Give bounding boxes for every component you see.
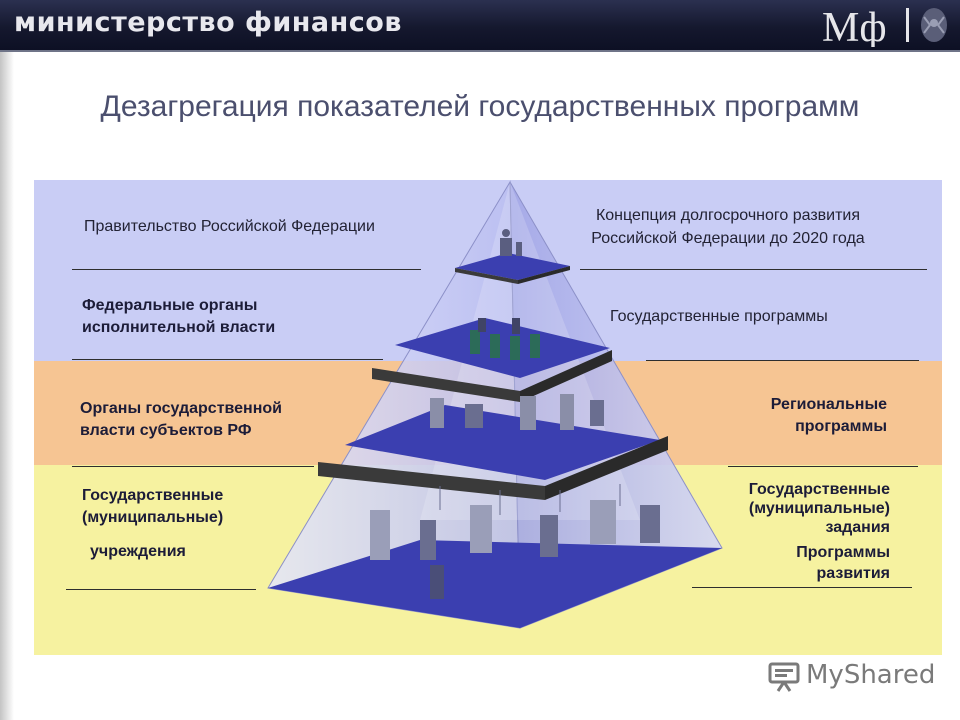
svg-text:Мф: Мф	[822, 5, 887, 47]
ministry-title: министерство финансов	[14, 7, 402, 38]
coat-of-arms-icon	[921, 8, 947, 42]
label-concept-line1: Концепция долгосрочного развития	[595, 207, 861, 224]
label-federal-line1: Федеральные органы	[82, 297, 258, 314]
label-regional-programs-line2: программы	[795, 418, 887, 435]
divider	[72, 466, 314, 467]
label-institutions-line1: Государственные	[82, 487, 224, 504]
floor-3	[345, 405, 660, 480]
floor-2	[395, 318, 610, 378]
divider	[66, 589, 256, 590]
label-regional-programs-line1: Региональные	[770, 396, 887, 413]
divider	[646, 360, 919, 361]
ministry-logo: Мф	[822, 5, 947, 47]
left-shadow	[0, 52, 14, 720]
slab-top	[455, 268, 518, 284]
ground-figures	[370, 500, 660, 599]
slab-3	[318, 462, 545, 500]
label-tasks-line1: Государственные	[748, 481, 890, 498]
label-government: Правительство Российской Федерации	[84, 218, 375, 235]
divider	[72, 359, 383, 360]
meeting-figures	[470, 318, 540, 360]
label-tasks-line2: (муниципальные)	[748, 500, 890, 517]
figures-top	[500, 229, 522, 256]
label-institutions-line3: учреждения	[90, 543, 186, 560]
workstation-figures	[430, 394, 604, 430]
slab-2	[372, 368, 520, 402]
watermark-text: MyShared	[806, 660, 936, 690]
label-tasks-line3: задания	[825, 519, 890, 536]
floor-bottom	[268, 540, 722, 628]
label-federal-line2: исполнительной власти	[82, 319, 276, 336]
divider	[580, 269, 927, 270]
label-dev-programs-line2: развития	[816, 565, 891, 582]
label-concept-line2: Российской Федерации до 2020 года	[591, 230, 865, 247]
presentation-icon	[768, 662, 800, 692]
label-state-programs: Государственные программы	[610, 308, 828, 325]
label-regional-line2: власти субъектов РФ	[80, 422, 252, 439]
floor-top	[455, 253, 570, 280]
label-regional-line1: Органы государственной	[80, 400, 282, 417]
label-dev-programs-line1: Программы	[796, 544, 890, 561]
divider	[728, 466, 918, 467]
divider	[692, 587, 912, 588]
divider	[72, 269, 421, 270]
header-bar: министерство финансов Мф	[0, 0, 960, 52]
slide-title: Дезагрегация показателей государственных…	[100, 90, 860, 123]
label-institutions-line2: (муниципальные)	[82, 509, 224, 526]
watermark: MyShared	[766, 656, 936, 696]
